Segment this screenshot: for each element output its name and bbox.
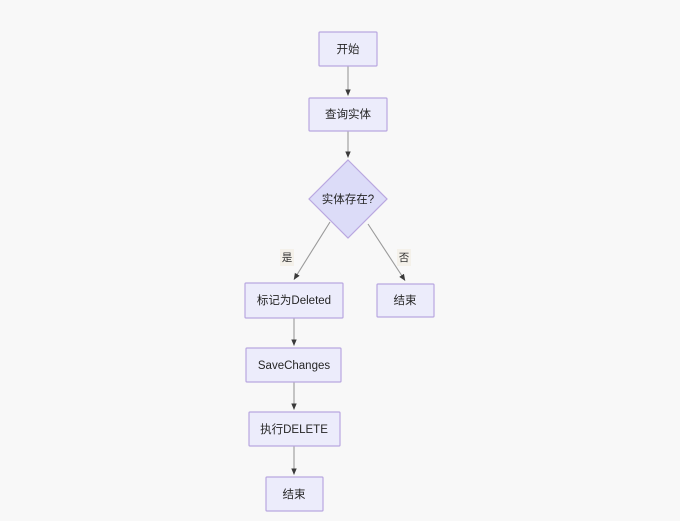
node-start[interactable]: 开始: [318, 31, 378, 67]
node-end-no-branch-shape[interactable]: [376, 283, 435, 318]
node-execute-delete-label: 执行DELETE: [260, 422, 328, 436]
node-entity-exists-shape[interactable]: [308, 159, 388, 239]
node-mark-deleted[interactable]: 标记为Deleted: [244, 282, 344, 319]
node-execute-delete[interactable]: 执行DELETE: [248, 411, 341, 447]
edge-label-no-bg: [397, 249, 411, 266]
edge-label-yes: 是: [280, 249, 294, 266]
node-save-changes[interactable]: SaveChanges: [245, 347, 342, 383]
node-query-entity[interactable]: 查询实体: [308, 97, 388, 132]
node-save-changes-shape[interactable]: [245, 347, 342, 383]
node-end-yes-branch-shape[interactable]: [265, 476, 324, 512]
node-end-yes-branch[interactable]: 结束: [265, 476, 324, 512]
node-query-entity-shape[interactable]: [308, 97, 388, 132]
node-save-changes-label: SaveChanges: [258, 360, 330, 372]
edge-label-yes-text: 是: [282, 252, 293, 264]
node-execute-delete-shape[interactable]: [248, 411, 341, 447]
edge-label-no: 否: [397, 249, 411, 266]
edge-label-yes-bg: [280, 249, 294, 266]
edge-label-no-text: 否: [399, 252, 410, 264]
node-end-no-branch[interactable]: 结束: [376, 283, 435, 318]
edge-exists-to-end-no: [367, 223, 406, 281]
node-entity-exists-decision[interactable]: 实体存在?: [308, 159, 388, 239]
node-mark-deleted-shape[interactable]: [244, 282, 344, 319]
node-end-no-branch-label: 结束: [394, 294, 417, 307]
node-mark-deleted-label: 标记为Deleted: [257, 294, 331, 307]
node-start-shape[interactable]: [318, 31, 378, 67]
node-query-entity-label: 查询实体: [325, 107, 371, 121]
node-end-yes-branch-label: 结束: [283, 488, 306, 501]
node-start-label: 开始: [337, 42, 360, 56]
edge-group: [291, 66, 406, 475]
edge-exists-to-mark: [293, 221, 331, 280]
node-entity-exists-label: 实体存在?: [322, 192, 374, 206]
